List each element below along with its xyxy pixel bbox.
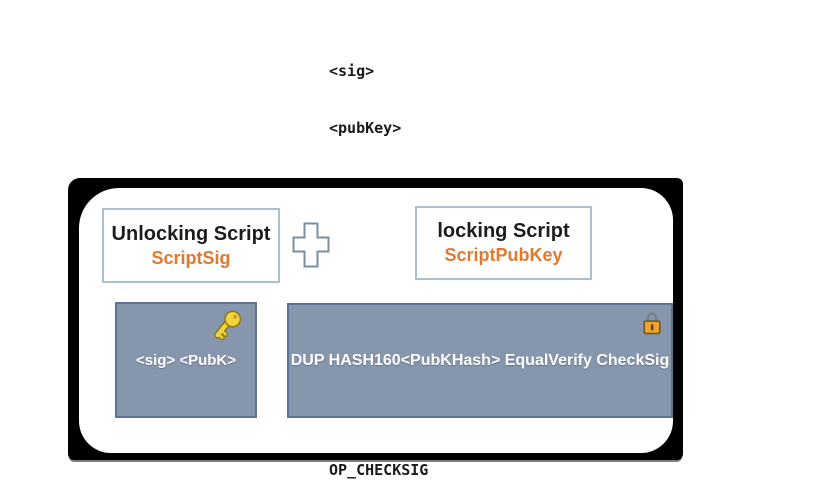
unlocking-script-box: Unlocking Script ScriptSig (102, 208, 280, 283)
code-line-sig: <sig> (329, 62, 375, 80)
diagram-canvas: Unlocking Script ScriptSig locking Scrip… (79, 188, 673, 453)
locking-script-title: locking Script (437, 220, 570, 242)
unlocking-script-subtitle: ScriptSig (151, 247, 231, 268)
code-line-pubkey: <pubKey> (329, 119, 402, 137)
scriptpubkey-panel: DUP HASH160<PubKHash> EqualVerify CheckS… (287, 303, 673, 418)
scriptsig-panel-text: <sig> <PubK> (135, 351, 237, 369)
scriptpubkey-panel-text: DUP HASH160<PubKHash> EqualVerify CheckS… (290, 351, 670, 369)
plus-icon (291, 221, 331, 269)
locking-script-box: locking Script ScriptPubKey (415, 206, 592, 280)
lock-icon (641, 310, 663, 336)
scriptsig-panel: <sig> <PubK> (115, 302, 257, 418)
diagram-frame: Unlocking Script ScriptSig locking Scrip… (68, 178, 683, 460)
code-line-op-checksig: OP_CHECKSIG (329, 461, 429, 479)
locking-script-subtitle: ScriptPubKey (444, 245, 563, 265)
unlocking-script-title: Unlocking Script (111, 222, 271, 245)
key-icon (213, 308, 243, 348)
